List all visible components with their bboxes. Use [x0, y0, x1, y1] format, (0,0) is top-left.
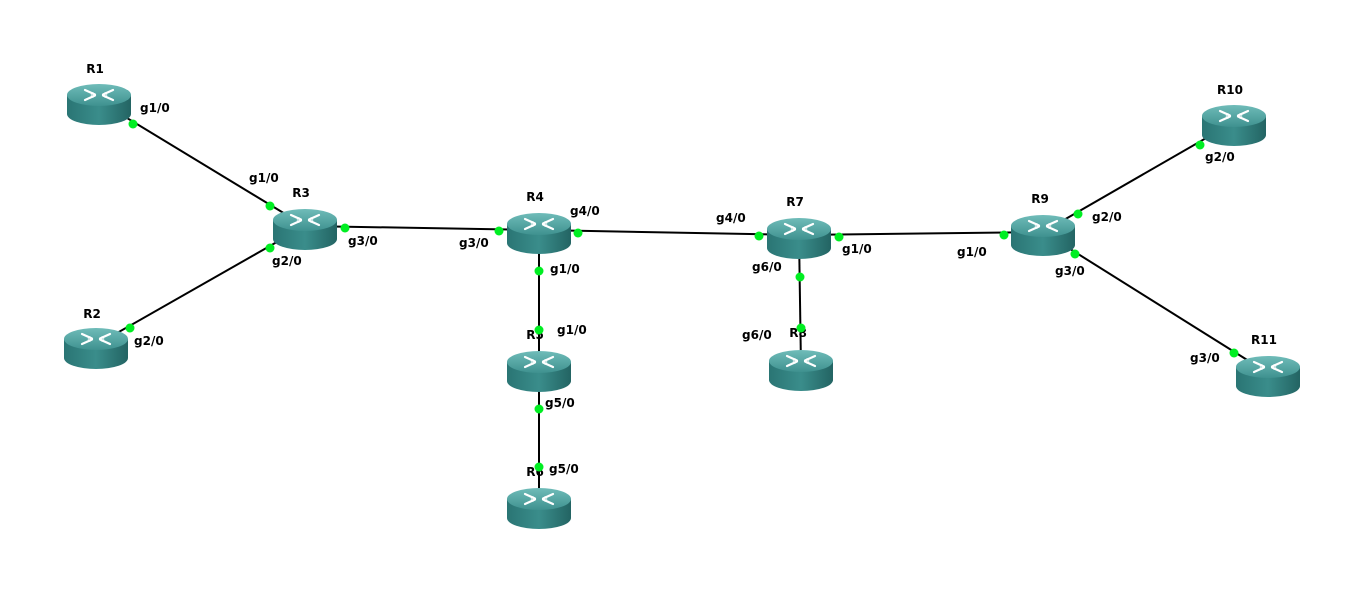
port-label: g2/0 [272, 254, 302, 268]
port-r2-g2-0[interactable]: g2/0 [125, 323, 164, 349]
port-status-dot[interactable] [1070, 249, 1080, 259]
port-status-dot[interactable] [573, 228, 583, 238]
port-r3-g3-0[interactable]: g3/0 [340, 223, 378, 249]
port-r3-g2-0[interactable]: g2/0 [265, 243, 302, 269]
router-r3[interactable]: R3 [272, 186, 338, 252]
port-label: g1/0 [957, 245, 987, 259]
router-r8[interactable]: R8 [768, 326, 834, 393]
port-status-dot[interactable] [534, 462, 544, 472]
router-label: R1 [86, 62, 104, 76]
port-label: g6/0 [752, 260, 782, 274]
port-status-dot[interactable] [1195, 140, 1205, 150]
port-label: g6/0 [742, 328, 772, 342]
port-r11-g3-0[interactable]: g3/0 [1190, 348, 1239, 366]
port-r7-g4-0[interactable]: g4/0 [716, 211, 764, 241]
router-r5[interactable]: R5 [506, 328, 572, 394]
router-icon[interactable] [63, 327, 129, 371]
port-label: g1/0 [842, 242, 872, 256]
port-status-dot[interactable] [999, 230, 1009, 240]
router-r4[interactable]: R4 [506, 190, 572, 256]
router-icon[interactable] [1235, 355, 1301, 399]
router-label: R4 [526, 190, 544, 204]
port-label: g3/0 [459, 236, 489, 250]
port-r1-g1-0[interactable]: g1/0 [128, 101, 170, 129]
router-label: R7 [786, 195, 804, 209]
port-label: g5/0 [549, 462, 579, 476]
router-icon[interactable] [506, 487, 572, 531]
port-label: g1/0 [557, 323, 587, 337]
router-label: R11 [1251, 333, 1277, 347]
port-r9-g2-0[interactable]: g2/0 [1073, 209, 1122, 225]
router-icon[interactable] [272, 208, 338, 252]
port-status-dot[interactable] [1073, 209, 1083, 219]
link-line[interactable] [304, 225, 540, 231]
link-r9-r11[interactable] [1042, 231, 1269, 374]
port-status-dot[interactable] [796, 323, 806, 333]
port-r6-g5-0[interactable]: g5/0 [534, 462, 579, 476]
port-label: g3/0 [348, 234, 378, 248]
port-status-dot[interactable] [534, 266, 544, 276]
port-label: g1/0 [140, 101, 170, 115]
router-r2[interactable]: R2 [63, 307, 129, 371]
port-status-dot[interactable] [128, 119, 138, 129]
port-label: g2/0 [1092, 210, 1122, 224]
port-r4-g3-0[interactable]: g3/0 [459, 226, 504, 251]
port-label: g2/0 [1205, 150, 1235, 164]
port-r7-g1-0[interactable]: g1/0 [834, 232, 872, 257]
port-r3-g1-0[interactable]: g1/0 [249, 171, 279, 211]
port-label: g1/0 [249, 171, 279, 185]
port-r5-g5-0[interactable]: g5/0 [534, 396, 575, 414]
port-r8-g6-0[interactable]: g6/0 [742, 323, 806, 343]
port-r7-g6-0[interactable]: g6/0 [752, 260, 805, 282]
router-r10[interactable]: R10 [1201, 83, 1267, 148]
port-r9-g3-0[interactable]: g3/0 [1055, 249, 1085, 279]
port-status-dot[interactable] [340, 223, 350, 233]
router-r7[interactable]: R7 [766, 195, 832, 261]
port-status-dot[interactable] [534, 404, 544, 414]
router-label: R2 [83, 307, 101, 321]
port-r4-g1-0[interactable]: g1/0 [534, 262, 580, 276]
links-layer [95, 100, 1269, 505]
port-status-dot[interactable] [125, 323, 135, 333]
port-r5-g1-0[interactable]: g1/0 [534, 323, 587, 337]
ports-layer: g1/0 g1/0 g2/0 g2/0 g3/0 g3/0 g1/0 g1/0 g5/0 g5/0… [125, 101, 1239, 476]
port-status-dot[interactable] [754, 231, 764, 241]
port-r9-g1-0[interactable]: g1/0 [957, 230, 1009, 260]
router-icon[interactable] [1010, 214, 1076, 258]
router-icon[interactable] [66, 83, 132, 127]
port-label: g2/0 [134, 334, 164, 348]
port-label: g3/0 [1190, 351, 1220, 365]
port-label: g4/0 [716, 211, 746, 225]
router-icon[interactable] [768, 349, 834, 393]
port-status-dot[interactable] [494, 226, 504, 236]
router-r9[interactable]: R9 [1010, 192, 1076, 258]
router-label: R3 [292, 186, 310, 200]
port-label: g4/0 [570, 204, 600, 218]
router-icon[interactable] [766, 217, 832, 261]
port-label: g1/0 [550, 262, 580, 276]
router-r1[interactable]: R1 [66, 62, 132, 127]
link-r3-r4[interactable] [304, 225, 540, 231]
port-status-dot[interactable] [534, 325, 544, 335]
port-status-dot[interactable] [795, 272, 805, 282]
port-status-dot[interactable] [265, 243, 275, 253]
router-icon[interactable] [1201, 104, 1267, 148]
router-icon[interactable] [506, 350, 572, 394]
port-status-dot[interactable] [834, 232, 844, 242]
port-status-dot[interactable] [1229, 348, 1239, 358]
port-label: g5/0 [545, 396, 575, 410]
port-r4-g4-0[interactable]: g4/0 [570, 204, 600, 238]
port-status-dot[interactable] [265, 201, 275, 211]
link-line[interactable] [1042, 231, 1269, 374]
router-label: R9 [1031, 192, 1049, 206]
port-r10-g2-0[interactable]: g2/0 [1195, 140, 1235, 165]
router-icon[interactable] [506, 212, 572, 256]
port-label: g3/0 [1055, 264, 1085, 278]
router-r11[interactable]: R11 [1235, 333, 1301, 399]
router-label: R10 [1217, 83, 1243, 97]
